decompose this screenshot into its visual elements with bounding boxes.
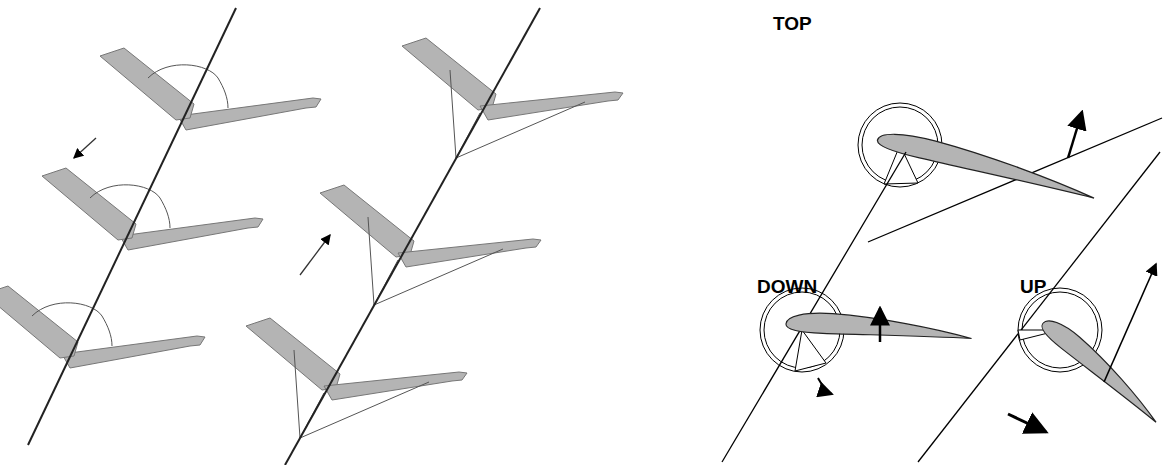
view-label: DOWN [757, 277, 817, 296]
view-label: TOP [773, 14, 812, 33]
view-label: UP [1020, 277, 1046, 296]
